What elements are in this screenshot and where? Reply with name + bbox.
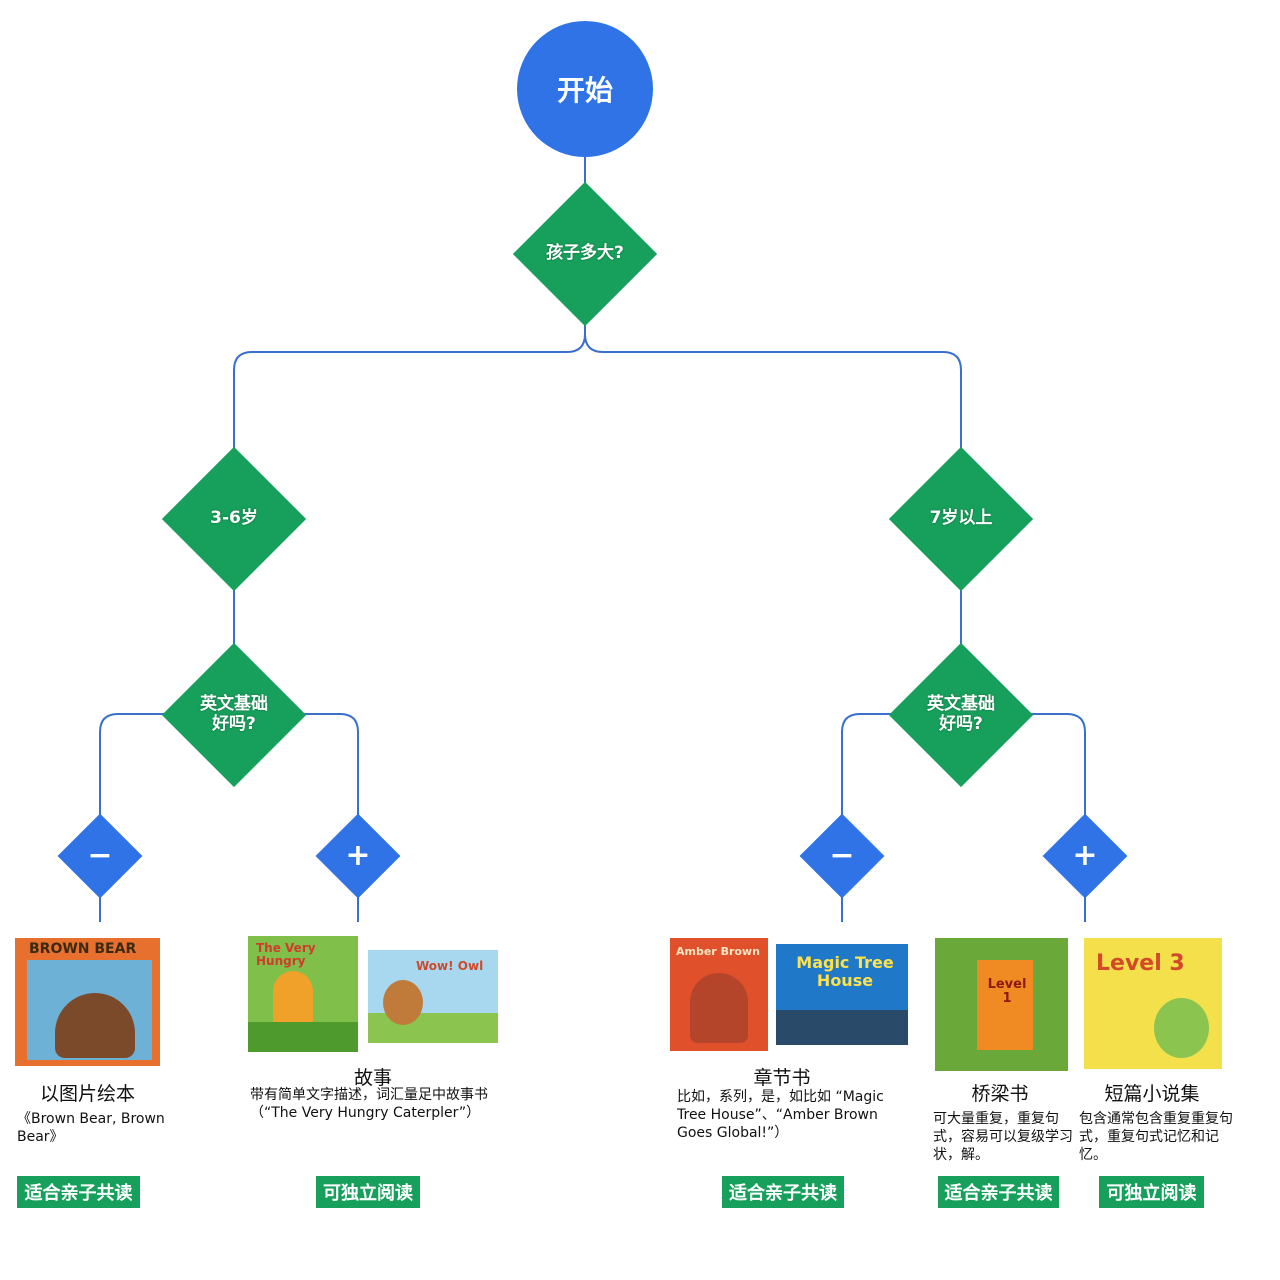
- minus-icon: −: [87, 837, 113, 873]
- book-cover-text: The Very Hungry: [256, 941, 316, 969]
- minus-left: −: [57, 813, 143, 899]
- badge-shared-reading: 适合亲子共读: [722, 1176, 844, 1208]
- leaf-title-picture-book: 以图片绘本: [39, 1083, 135, 1105]
- plus-left: +: [315, 813, 401, 899]
- leaf-desc-chapter-book: 比如，系列，是，如比如 “Magic Tree House”、“Amber Br…: [677, 1089, 884, 1142]
- book-cover-level-3: Level 3: [1084, 938, 1222, 1069]
- decision-age-label: 孩子多大?: [546, 243, 624, 264]
- book-cover-amber-brown: Amber Brown: [670, 938, 768, 1051]
- minus-right: −: [799, 813, 885, 899]
- decision-english-right-label: 英文基础 好吗?: [927, 694, 995, 734]
- book-cover-text: Wow! Owl: [416, 959, 484, 973]
- branch-3-6-label: 3-6岁: [210, 508, 258, 529]
- start-label: 开始: [556, 74, 613, 107]
- book-cover-text: Amber Brown: [676, 945, 760, 958]
- book-cover-bridge-level-1: Level 1: [935, 938, 1068, 1071]
- book-cover-magic-tree-house: Magic Tree House: [776, 944, 908, 1045]
- badge-shared-reading: 适合亲子共读: [938, 1176, 1059, 1208]
- decision-english-left: 英文基础 好吗?: [161, 642, 307, 788]
- plus-icon: +: [1072, 837, 1098, 873]
- book-cover-text: Level 3: [1096, 951, 1185, 976]
- branch-7-plus: 7岁以上: [888, 446, 1034, 592]
- book-cover-owl: Wow! Owl: [368, 950, 498, 1043]
- book-cover-brown-bear: BROWN BEAR: [15, 938, 160, 1066]
- badge-independent-reading: 可独立阅读: [1099, 1176, 1204, 1208]
- minus-icon: −: [829, 837, 855, 873]
- leaf-title-short-stories: 短篇小说集: [1104, 1083, 1200, 1105]
- branch-3-6: 3-6岁: [161, 446, 307, 592]
- leaf-desc-picture-book: 《Brown Bear, Brown Bear》: [17, 1111, 165, 1146]
- badge-independent-reading: 可独立阅读: [316, 1176, 420, 1208]
- decision-age: 孩子多大?: [512, 181, 658, 327]
- leaf-desc-short-stories: 包含通常包含重复重复句式，重复句式记忆和记忆。: [1079, 1111, 1233, 1164]
- book-cover-hungry-caterpillar: The Very Hungry: [248, 936, 358, 1052]
- decision-english-right: 英文基础 好吗?: [888, 642, 1034, 788]
- leaf-desc-story: 带有简单文字描述，词汇量足中故事书（“The Very Hungry Cater…: [250, 1087, 488, 1122]
- leaf-title-bridge-book: 桥梁书: [971, 1083, 1029, 1105]
- book-cover-text: Level 1: [987, 977, 1027, 1007]
- book-cover-text: Magic Tree House: [796, 953, 894, 990]
- badge-shared-reading: 适合亲子共读: [17, 1176, 140, 1208]
- decision-english-left-label: 英文基础 好吗?: [200, 694, 268, 734]
- plus-icon: +: [345, 837, 371, 873]
- book-cover-text: BROWN BEAR: [29, 941, 137, 957]
- leaf-title-chapter-book: 章节书: [753, 1067, 811, 1089]
- leaf-title-story: 故事: [353, 1067, 392, 1089]
- start-node: 开始: [517, 21, 653, 157]
- leaf-desc-bridge-book: 可大量重复，重复句式，容易可以复级学习状，解。: [933, 1111, 1073, 1164]
- branch-7-plus-label: 7岁以上: [929, 508, 993, 529]
- plus-right: +: [1042, 813, 1128, 899]
